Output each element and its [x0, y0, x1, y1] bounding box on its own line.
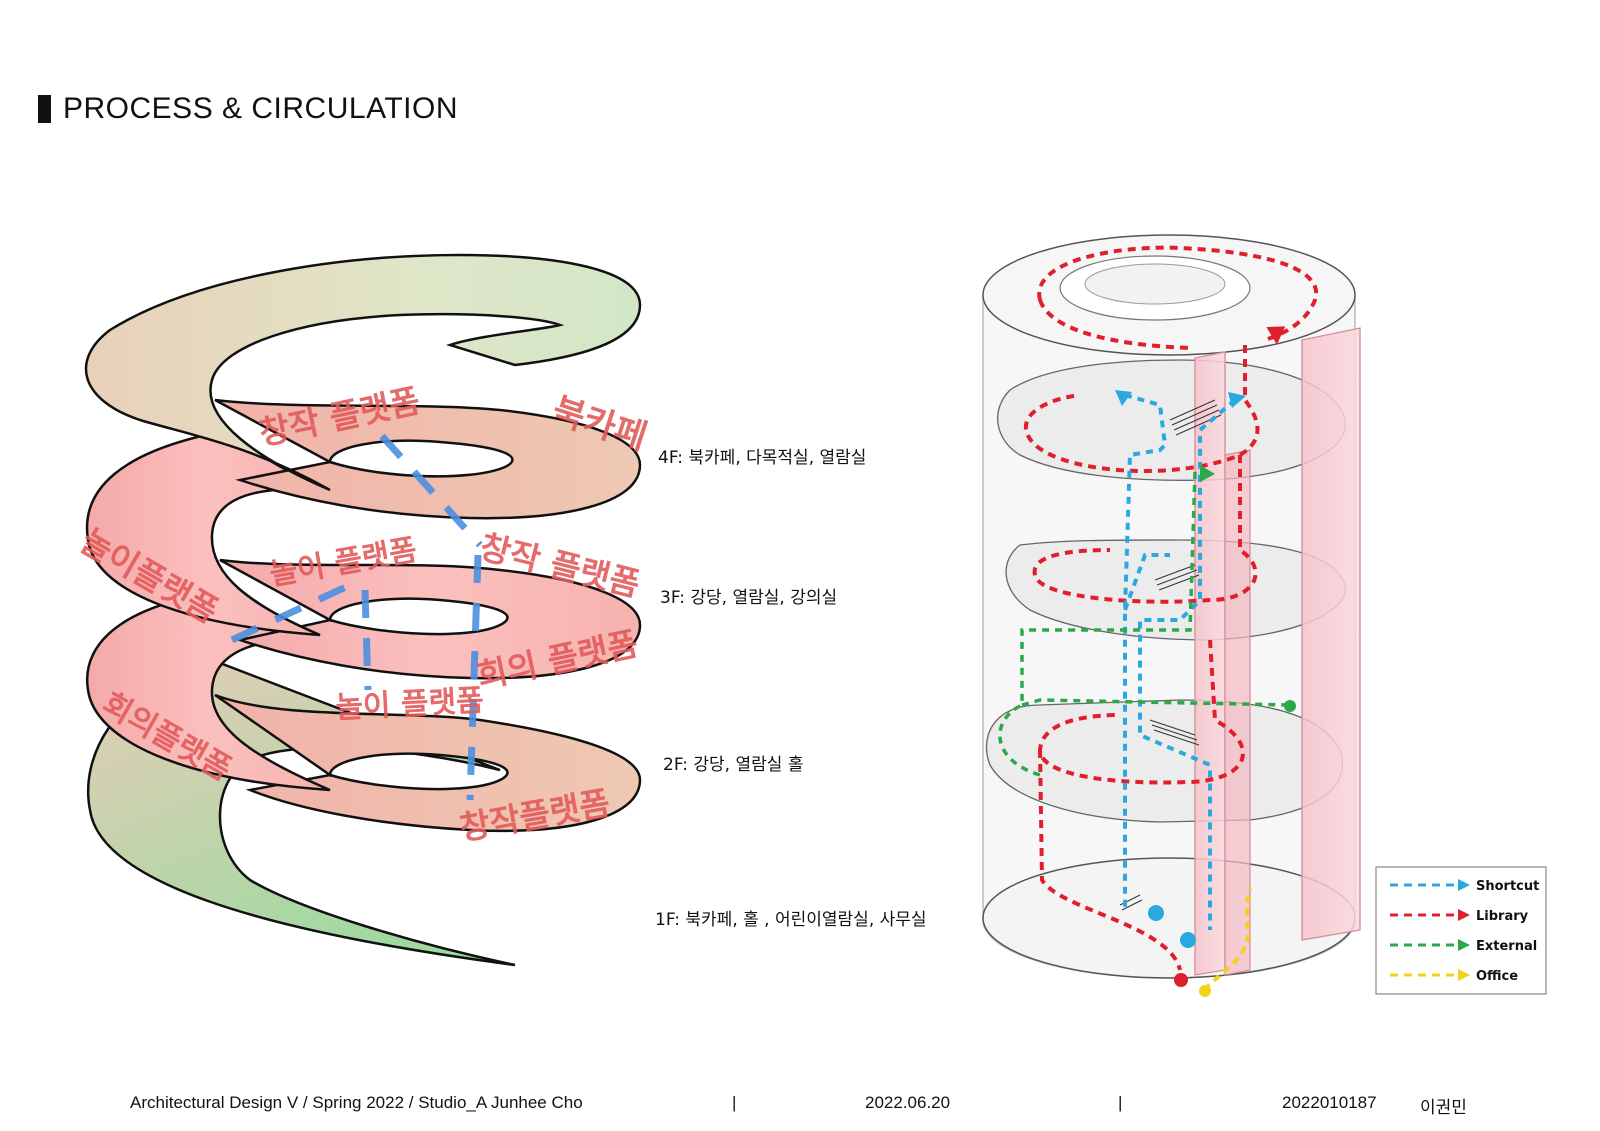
legend-arrow-2	[1458, 939, 1470, 951]
spiral-band-2	[214, 693, 642, 833]
spiral-band-6	[214, 398, 642, 520]
spiral-band-7	[84, 253, 642, 492]
circulation-office	[1203, 887, 1252, 992]
legend-label-2: External	[1476, 939, 1537, 954]
external-node	[1284, 700, 1296, 712]
footer-student-id: 2022010187	[1282, 1093, 1377, 1112]
legend-label-0: Shortcut	[1476, 879, 1539, 894]
shortcut-arrow-1	[1115, 390, 1132, 406]
office-node	[1199, 985, 1211, 997]
legend-arrow-1	[1458, 909, 1470, 921]
spiral-label-7: 놀이 플랫폼	[335, 683, 485, 726]
stairs	[1119, 399, 1222, 911]
footer-name: 이권민	[1420, 1098, 1467, 1117]
page-title: PROCESS & CIRCULATION	[38, 92, 458, 126]
shaft-right	[1301, 327, 1361, 941]
floor-label-1f: 1F: 북카페, 홀 , 어린이열람실, 사무실	[655, 910, 927, 930]
shortcut-arrow-2	[1228, 392, 1246, 408]
spiral-connector-3	[361, 589, 372, 691]
footer-separator-2: |	[1118, 1093, 1123, 1112]
spiral-connector-4	[466, 554, 482, 801]
footer-course: Architectural Design V / Spring 2022 / S…	[130, 1093, 583, 1112]
library-node	[1174, 973, 1188, 987]
legend-label-3: Office	[1476, 969, 1518, 984]
spiral-connector-2	[230, 581, 352, 644]
title-marker	[38, 95, 51, 123]
circulation-shortcut	[1123, 393, 1237, 930]
circulation-external	[998, 471, 1291, 777]
legend-arrow-3	[1458, 969, 1470, 981]
spiral-diagram: 창작 플랫폼 북카페 놀이 플랫폼 창작 플랫폼 놀이플랫폼 회의 플랫폼 놀이…	[74, 253, 651, 967]
page-title-text: PROCESS & CIRCULATION	[63, 92, 459, 125]
floor-label-2f: 2F: 강당, 열람실 홀	[663, 755, 803, 775]
external-arrow	[1200, 465, 1215, 482]
footer-separator-1: |	[732, 1093, 737, 1112]
slab-1f	[982, 857, 1356, 979]
footer-date: 2022.06.20	[865, 1093, 951, 1112]
circulation-library	[1023, 245, 1319, 971]
spiral-band-4	[219, 558, 642, 680]
floor-label-3f: 3F: 강당, 열람실, 강의실	[660, 588, 837, 608]
legend-arrow-0	[1458, 879, 1470, 891]
shortcut-node-1	[1148, 905, 1164, 921]
roof-atrium-inner	[1084, 263, 1226, 305]
legend-label-1: Library	[1476, 909, 1529, 924]
slab-4f	[997, 359, 1346, 481]
building-axonometric	[982, 234, 1361, 997]
spiral-connector-1	[379, 433, 483, 548]
shaft-center	[1194, 351, 1226, 976]
library-arrow	[1266, 326, 1286, 345]
floor-label-4f: 4F: 북카페, 다목적실, 열람실	[658, 448, 866, 468]
shortcut-node-2	[1180, 932, 1196, 948]
